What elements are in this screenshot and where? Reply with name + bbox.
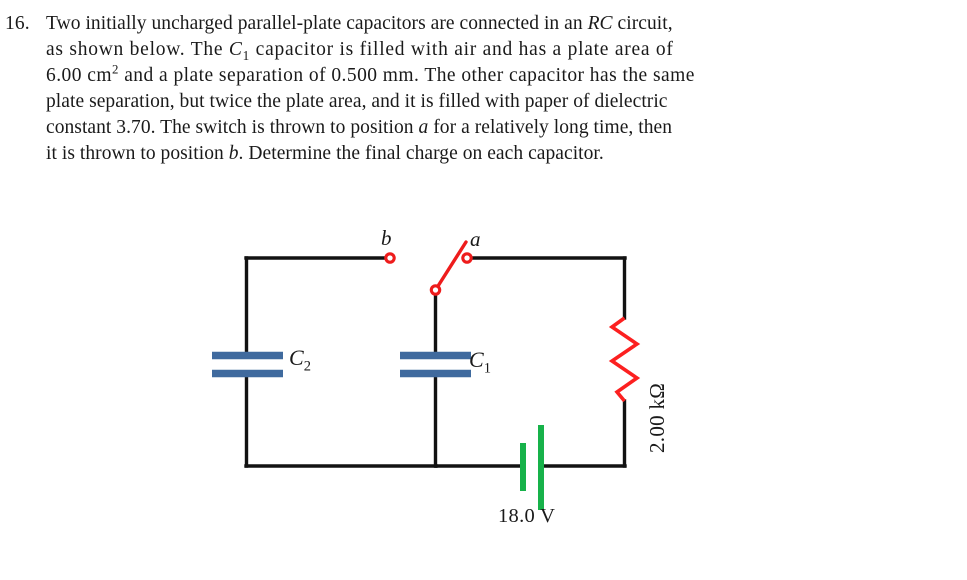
problem-line-6-part-b: . Determine the final charge on each cap…: [238, 143, 604, 164]
problem-line-1-rc-symbol: RC: [587, 13, 613, 34]
switch-symbol: [384, 240, 473, 296]
problem-line-5: constant 3.70. The switch is thrown to p…: [46, 115, 858, 141]
problem-line-4: plate separation, but twice the plate ar…: [46, 91, 668, 112]
resistor-value-label: 2.00 kΩ: [645, 382, 669, 453]
capacitor-c2-symbol: [212, 351, 283, 378]
battery-symbol: [520, 425, 544, 510]
problem-line-3-part-a: 6.00 cm: [46, 65, 112, 86]
problem-line-2-c1-symbol: C1: [228, 39, 251, 63]
problem-line-3-superscript: 2: [111, 62, 119, 77]
c1-base: C: [228, 39, 243, 60]
switch-terminal-a-label: a: [470, 227, 481, 251]
problem-line-5-position-a-symbol: a: [418, 117, 429, 138]
problem-line-1-part-b: circuit,: [612, 13, 673, 34]
problem-line-6: it is thrown to position b. Determine th…: [46, 141, 858, 167]
problem-line-2-part-a: as shown below. The: [46, 39, 229, 60]
capacitor-c2-label: C2: [289, 345, 311, 375]
switch-pivot-terminal: [429, 284, 442, 296]
capacitor-c1-symbol: [400, 351, 471, 378]
switch-blade: [433, 240, 468, 292]
problem-line-3: 6.00 cm2 and a plate separation of 0.500…: [46, 63, 858, 89]
problem-line-6-part-a: it is thrown to position: [46, 143, 229, 164]
circuit-wires: [244, 256, 627, 468]
switch-terminal-b-label: b: [381, 226, 392, 250]
problem-line-5-part-a: constant 3.70. The switch is thrown to p…: [46, 117, 419, 138]
switch-terminal-a: [461, 252, 473, 264]
problem-line-2-part-b: capacitor is filled with air and has a p…: [250, 39, 674, 60]
capacitor-c1-label: C1: [469, 347, 491, 377]
c1-label-subscript: 1: [483, 360, 491, 377]
circuit-schematic-svg: [212, 240, 641, 510]
problem-line-6-position-b-symbol: b: [228, 143, 239, 164]
problem-line-2: as shown below. The C1 capacitor is fill…: [46, 37, 858, 63]
c1-label-base: C: [469, 347, 484, 372]
problem-line-3-part-b: and a plate separation of 0.500 mm. The …: [118, 65, 695, 86]
c2-label-subscript: 2: [303, 358, 311, 375]
resistor-symbol: [608, 316, 641, 403]
problem-line-5-part-b: for a relatively long time, then: [428, 117, 673, 138]
switch-terminal-b: [384, 252, 396, 264]
c1-subscript: 1: [242, 47, 251, 63]
problem-line-1: Two initially uncharged parallel-plate c…: [46, 11, 858, 37]
problem-text-block: Two initially uncharged parallel-plate c…: [46, 11, 858, 167]
c2-label-base: C: [289, 345, 304, 370]
problem-line-1-part-a: Two initially uncharged parallel-plate c…: [46, 13, 588, 34]
problem-number: 16.: [5, 13, 30, 34]
circuit-diagram: b a C2 C1 2.00 kΩ 18.0 V: [0, 200, 967, 580]
battery-voltage-label: 18.0 V: [498, 505, 556, 527]
